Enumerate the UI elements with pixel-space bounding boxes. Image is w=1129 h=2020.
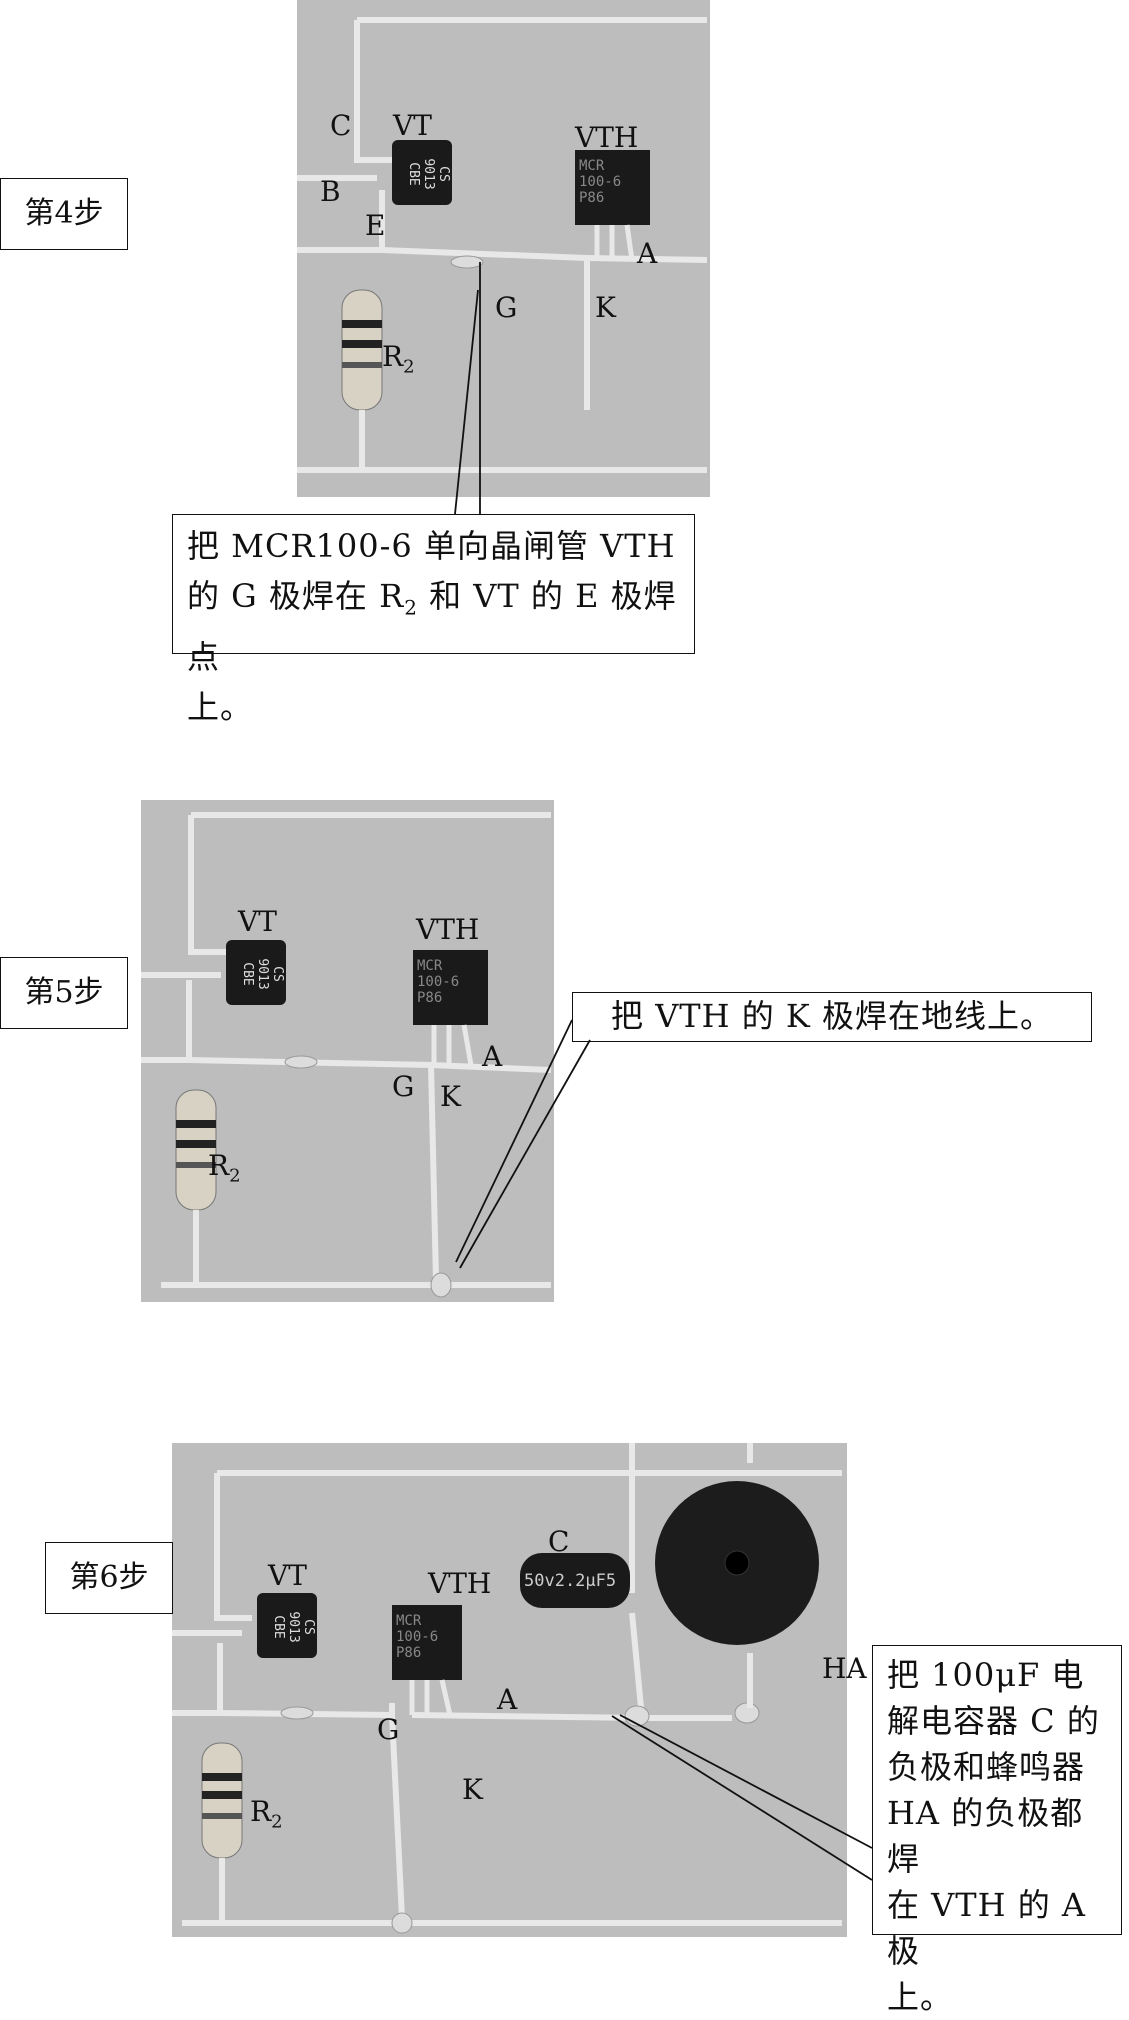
step6-label-a: A: [497, 1683, 518, 1716]
step6-label-g: G: [377, 1713, 400, 1746]
step5-label-k: K: [440, 1080, 461, 1113]
step5-label-vth: VTH: [416, 913, 480, 946]
step6-label-vth: VTH: [428, 1567, 492, 1600]
step6-label-k: K: [462, 1773, 483, 1806]
step4-label-b: B: [320, 175, 341, 208]
step6-label-vt: VT: [268, 1559, 307, 1592]
step6-label-r2: R2: [250, 1795, 283, 1833]
step6-label-ha: HA: [822, 1652, 867, 1685]
step4-label-k: K: [595, 291, 616, 324]
step5-label: 第5步: [0, 957, 128, 1029]
step6-note: 把 100μF 电 解电容器 C 的 负极和蜂鸣器 HA 的负极都焊 在 VTH…: [872, 1645, 1122, 2016]
step4-label-c: C: [330, 109, 352, 142]
step4-note: 把 MCR100-6 单向晶闸管 VTH 的 G 极焊在 R2 和 VT 的 E…: [172, 514, 695, 726]
step4-label-e: E: [365, 209, 386, 242]
step5-note: 把 VTH 的 K 极焊在地线上。: [572, 992, 1092, 1042]
step6-label: 第6步: [45, 1542, 173, 1614]
step6-label-c: C: [548, 1525, 570, 1558]
step4-label-r2: R2: [382, 340, 415, 378]
step4-label: 第4步: [0, 178, 128, 250]
cap-marking: 50v2.2μF5: [524, 1571, 617, 1591]
step5-label-r2: R2: [208, 1149, 241, 1187]
step4-label-vt: VT: [393, 109, 432, 142]
step4-label-a: A: [637, 237, 658, 270]
step4-label-g: G: [495, 291, 518, 324]
step5-label-g: G: [392, 1070, 415, 1103]
step5-label-a: A: [482, 1040, 503, 1073]
step5-label-vt: VT: [238, 905, 277, 938]
step4-label-vth: VTH: [575, 121, 639, 154]
